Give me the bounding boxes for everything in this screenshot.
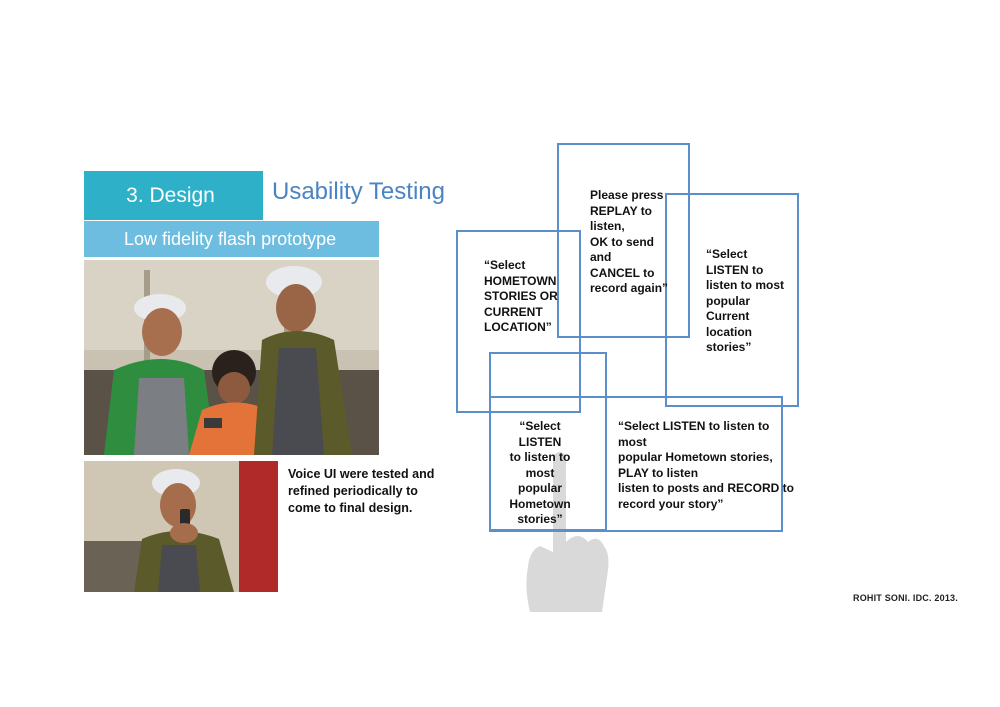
prompt-box-replay	[557, 143, 690, 338]
prompt-line: most	[525, 465, 555, 480]
prompt-line: popular Hometown stories,	[618, 450, 773, 464]
prompt-text-replay: Please press REPLAY to listen, OK to sen…	[590, 188, 668, 297]
prototype-banner: Low fidelity flash prototype	[84, 221, 379, 257]
caption-text: Voice UI were tested and refined periodi…	[288, 467, 435, 515]
section-tab: 3. Design	[84, 171, 263, 220]
prompt-line: most	[618, 434, 647, 449]
prompt-line: location	[706, 324, 753, 339]
prompt-line: CURRENT	[484, 304, 543, 319]
prompt-line: Hometown	[509, 496, 571, 511]
author-credit: ROHIT SONI. IDC. 2013.	[853, 593, 958, 603]
prompt-line: and	[590, 250, 612, 264]
prompt-line: stories”	[706, 340, 752, 354]
prompt-text-current: “Select LISTEN to listen to most popular…	[706, 247, 784, 356]
prompt-box-record	[489, 396, 783, 532]
prompt-text-location: “Select HOMETOWN STORIES OR CURRENT LOCA…	[484, 258, 558, 336]
prompt-line: popular	[518, 481, 562, 495]
prompt-line: “Select	[706, 247, 748, 261]
prompt-line: LISTEN to	[706, 262, 764, 277]
prompt-line: listen,	[590, 219, 625, 233]
phone-test-photo-illustration	[84, 461, 278, 592]
prompt-line: to listen to	[509, 450, 571, 464]
prompt-box-current	[665, 193, 799, 407]
hand-pointer-icon	[526, 452, 609, 612]
prompt-line: listen to posts and RECORD to	[618, 481, 795, 495]
prompt-line: Please press	[590, 188, 664, 202]
phone-test-photo-group	[84, 461, 278, 592]
prompt-line: “Select	[484, 258, 526, 272]
prompt-line: popular	[706, 293, 750, 308]
prompt-line: STORIES OR	[484, 289, 558, 303]
prompt-line: “Select LISTEN to listen to	[618, 419, 770, 433]
prompt-line: record your story”	[618, 496, 724, 511]
prompt-line: OK to send	[590, 234, 655, 249]
prompt-text-hometown: “Select LISTEN to listen to most popular…	[500, 419, 580, 528]
prompt-box-location	[456, 230, 581, 413]
prompt-line: LOCATION”	[484, 320, 552, 334]
prompt-line: “Select LISTEN	[518, 419, 562, 449]
prompt-line: Current	[706, 309, 750, 323]
prompt-line: listen to most	[706, 278, 785, 292]
prompt-line: stories”	[517, 512, 563, 526]
section-subtitle: Usability Testing	[272, 178, 445, 205]
prompt-text-record: “Select LISTEN to listen to most popular…	[618, 419, 794, 512]
prompt-line: CANCEL to	[590, 265, 655, 280]
testing-photo-group	[84, 260, 379, 455]
prompt-line: record again”	[590, 281, 669, 295]
testing-photo-illustration	[84, 260, 379, 455]
prompt-line: REPLAY to	[590, 203, 653, 218]
prompt-line: HOMETOWN	[484, 273, 557, 288]
prompt-line: PLAY to listen	[618, 465, 699, 480]
